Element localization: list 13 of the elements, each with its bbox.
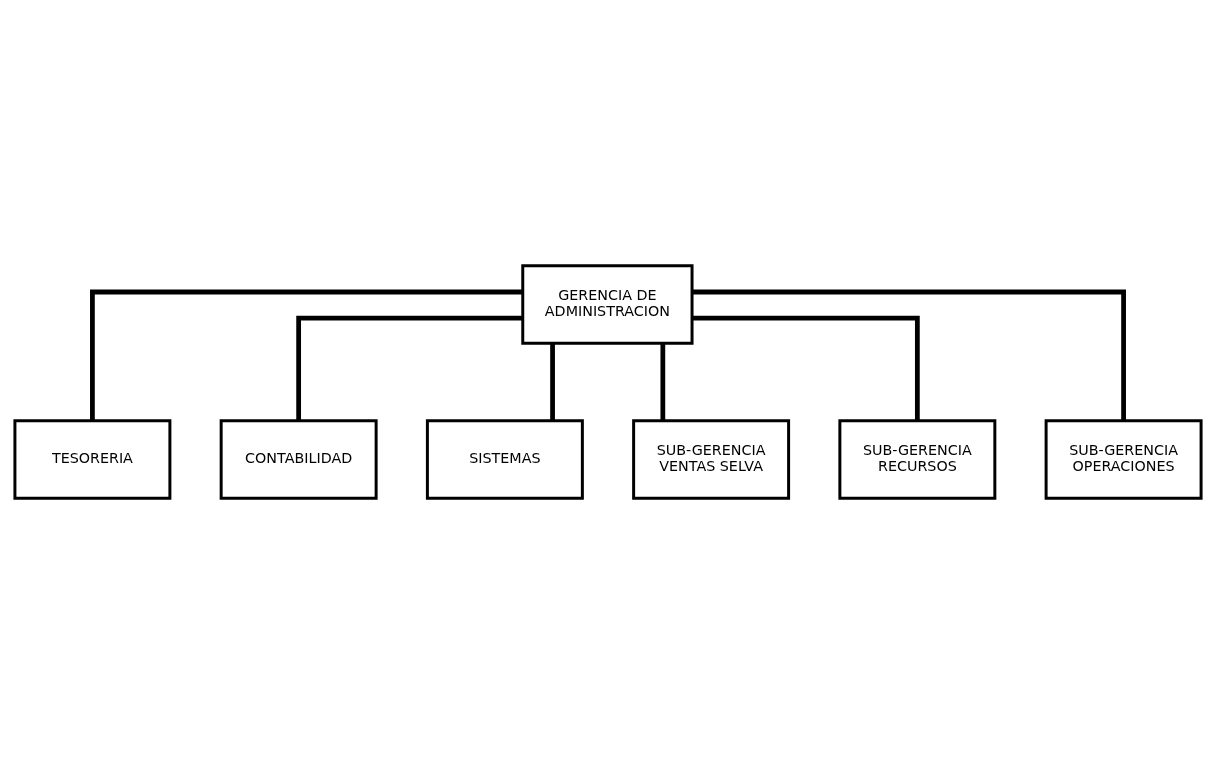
connector (660, 343, 666, 420)
connector (692, 289, 1126, 421)
connector (90, 289, 523, 421)
connector (296, 315, 523, 420)
node-box: SUB-GERENCIA VENTAS SELVA (632, 418, 791, 500)
node-box: SUB-GERENCIA OPERACIONES (1044, 418, 1203, 500)
node-box: SISTEMAS (425, 418, 584, 500)
node-box: CONTABILIDAD (219, 418, 378, 500)
connector (692, 315, 920, 420)
node-box: SUB-GERENCIA RECURSOS (838, 418, 997, 500)
connector (550, 343, 555, 420)
node-box: TESORERIA (13, 418, 172, 500)
node-box: GERENCIA DE ADMINISTRACION (521, 263, 694, 345)
